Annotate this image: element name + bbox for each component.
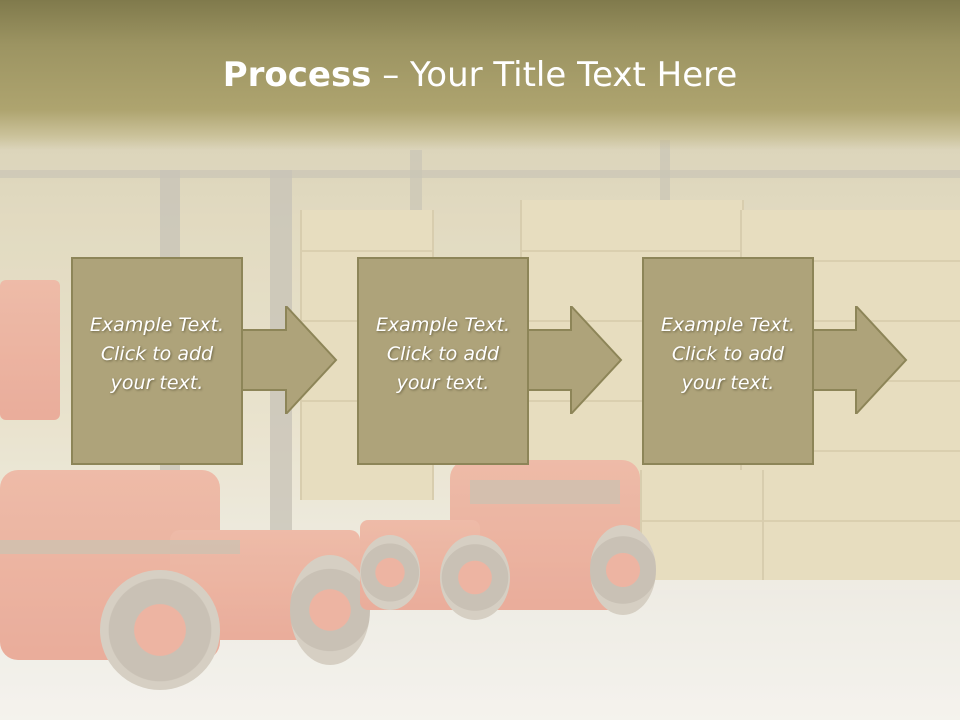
step-2-line-2: Click to add: [386, 343, 500, 365]
slide-title-rest: – Your Title Text Here: [371, 55, 738, 95]
slide-title-bold: Process: [222, 55, 372, 95]
step-1-line-3: your text.: [110, 372, 204, 394]
step-1-line-1: Example Text.: [89, 314, 225, 336]
step-3-text: Example Text. Click to add your text.: [644, 311, 812, 398]
step-3-line-2: Click to add: [671, 343, 785, 365]
process-step-1[interactable]: Example Text. Click to add your text.: [71, 257, 243, 465]
step-3-line-1: Example Text.: [660, 314, 796, 336]
right-arrow-icon: [812, 306, 908, 414]
process-step-3[interactable]: Example Text. Click to add your text.: [642, 257, 814, 465]
step-2-line-3: your text.: [396, 372, 490, 394]
header-band: [0, 0, 960, 150]
step-1-line-2: Click to add: [100, 343, 214, 365]
right-arrow-icon: [242, 306, 338, 414]
step-2-text: Example Text. Click to add your text.: [359, 311, 527, 398]
slide-title[interactable]: Process – Your Title Text Here: [0, 54, 960, 96]
process-step-2[interactable]: Example Text. Click to add your text.: [357, 257, 529, 465]
right-arrow-icon: [527, 306, 623, 414]
step-1-text: Example Text. Click to add your text.: [73, 311, 241, 398]
step-3-line-3: your text.: [681, 372, 775, 394]
step-2-line-1: Example Text.: [375, 314, 511, 336]
